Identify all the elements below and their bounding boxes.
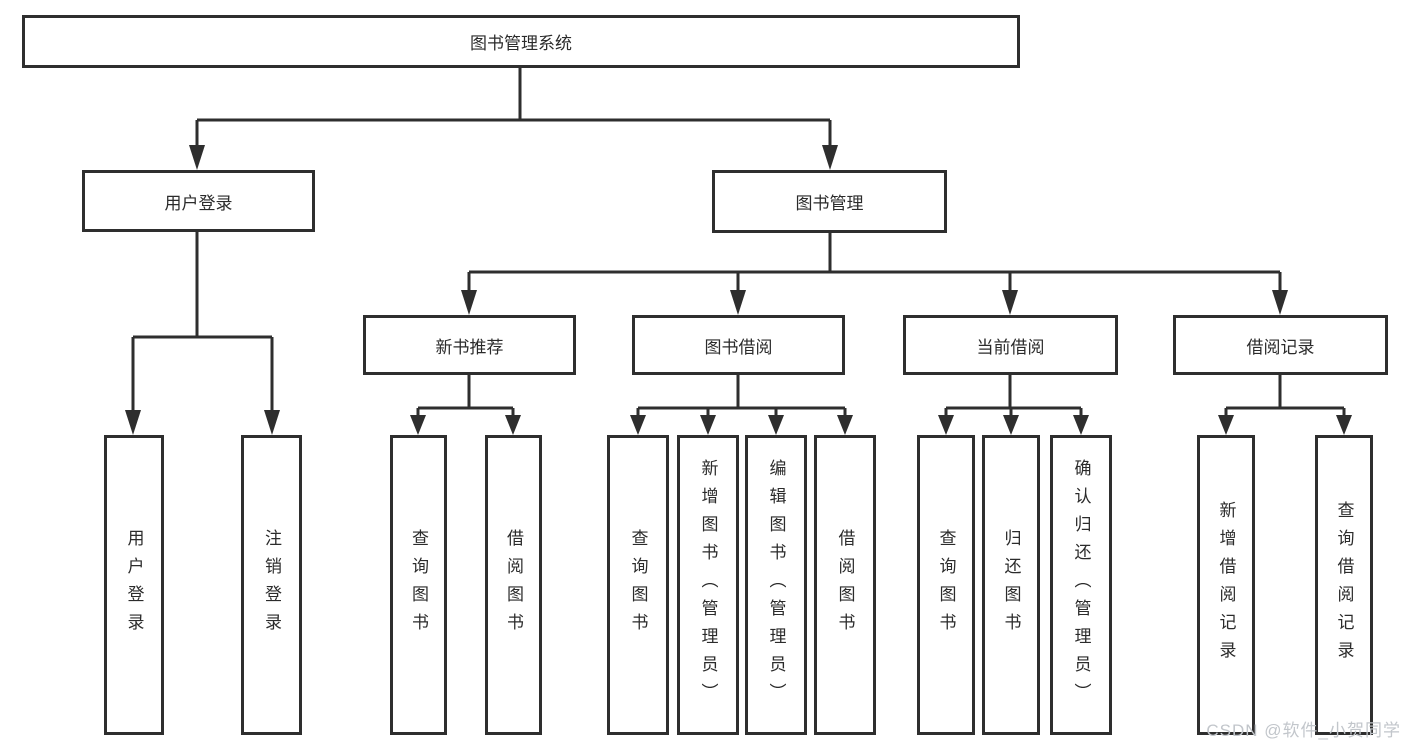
leaf-current-query-book: 查询图书 [917, 435, 975, 735]
leaf-recommend-query-book-label: 查询图书 [409, 529, 428, 641]
leaf-edit-book-admin-label: 编辑图书（管理员） [766, 459, 786, 711]
leaf-logout: 注销登录 [241, 435, 302, 735]
leaf-borrow-book-label: 借阅图书 [835, 529, 855, 641]
node-new-book-recommend-label: 新书推荐 [435, 337, 504, 357]
leaf-current-query-book-label: 查询图书 [936, 529, 956, 641]
leaf-query-borrow-record: 查询借阅记录 [1315, 435, 1373, 735]
leaf-return-book: 归还图书 [982, 435, 1040, 735]
node-book-borrow: 图书借阅 [632, 315, 845, 375]
leaf-borrow-query-book: 查询图书 [607, 435, 669, 735]
node-borrow-record: 借阅记录 [1173, 315, 1388, 375]
leaf-edit-book-admin: 编辑图书（管理员） [745, 435, 807, 735]
leaf-add-borrow-record-label: 新增借阅记录 [1216, 501, 1236, 669]
leaf-add-book-admin: 新增图书（管理员） [677, 435, 739, 735]
leaf-borrow-book: 借阅图书 [814, 435, 876, 735]
leaf-query-borrow-record-label: 查询借阅记录 [1334, 501, 1354, 669]
leaf-return-book-label: 归还图书 [1001, 529, 1021, 641]
csdn-watermark: CSDN @软件_小贺同学 [1206, 721, 1401, 740]
node-current-borrow: 当前借阅 [903, 315, 1118, 375]
leaf-user-login: 用户登录 [104, 435, 164, 735]
leaf-borrow-query-book-label: 查询图书 [628, 529, 648, 641]
leaf-confirm-return-admin-label: 确认归还（管理员） [1071, 459, 1091, 711]
node-book-management: 图书管理 [712, 170, 947, 233]
leaf-confirm-return-admin: 确认归还（管理员） [1050, 435, 1112, 735]
node-borrow-record-label: 借阅记录 [1246, 337, 1315, 357]
node-new-book-recommend: 新书推荐 [363, 315, 576, 375]
node-root-label: 图书管理系统 [470, 34, 572, 53]
node-root: 图书管理系统 [22, 15, 1020, 68]
leaf-logout-label: 注销登录 [262, 529, 281, 641]
node-book-borrow-label: 图书借阅 [704, 337, 773, 357]
node-user-login-label: 用户登录 [164, 193, 233, 213]
leaf-add-borrow-record: 新增借阅记录 [1197, 435, 1255, 735]
leaf-add-book-admin-label: 新增图书（管理员） [698, 459, 718, 711]
node-user-login: 用户登录 [82, 170, 315, 232]
node-current-borrow-label: 当前借阅 [976, 337, 1045, 357]
leaf-recommend-borrow-book: 借阅图书 [485, 435, 542, 735]
leaf-recommend-query-book: 查询图书 [390, 435, 447, 735]
leaf-user-login-label: 用户登录 [124, 529, 144, 641]
node-book-management-label: 图书管理 [795, 194, 864, 213]
leaf-recommend-borrow-book-label: 借阅图书 [504, 529, 523, 641]
